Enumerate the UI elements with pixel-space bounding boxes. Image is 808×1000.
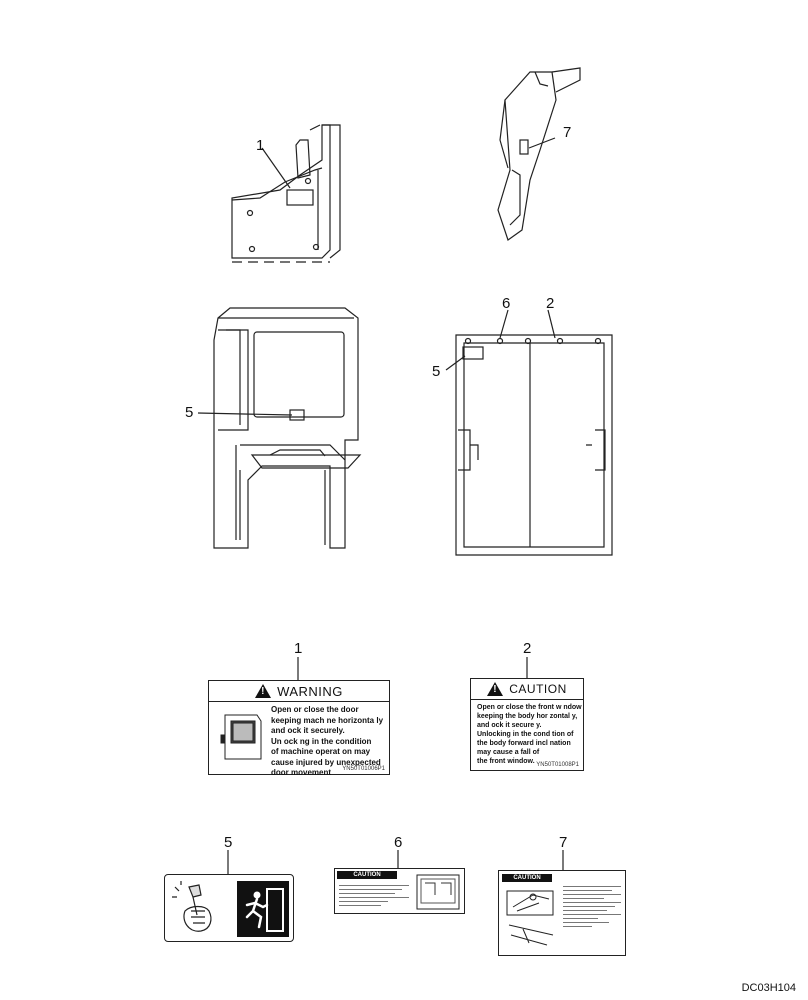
cab-door-icon <box>220 714 262 760</box>
callout-5-decal: 5 <box>224 834 233 851</box>
front-window-drawing <box>445 309 613 556</box>
warning-line: door movement <box>271 768 332 777</box>
caution-line: Unlocking in the cond tion of <box>477 731 574 738</box>
warning-line: keeping mach ne horizonta ly <box>271 715 384 725</box>
warning-line: cause injured by unexpected <box>271 757 381 767</box>
cab-front-drawing <box>197 307 362 549</box>
warning-decal: WARNING Open or close the door keeping m… <box>208 680 390 777</box>
caution-line: the body forward incl nation <box>477 740 571 747</box>
small-caution-6-window-icon <box>416 874 460 910</box>
callout-1-decal: 1 <box>294 640 303 657</box>
caution-decal: CAUTION Open or close the front w ndow k… <box>470 678 584 771</box>
callout-7-decal: 7 <box>559 834 568 851</box>
callout-1-side-panel: 1 <box>256 137 265 154</box>
emergency-exit-decal <box>164 874 294 942</box>
callout-5-cab: 5 <box>185 404 194 421</box>
drawing-code: DC03H104 <box>741 982 796 994</box>
callout-7-pillar: 7 <box>563 124 572 141</box>
small-caution-7-header: CAUTION <box>502 874 552 882</box>
callout-2-decal: 2 <box>523 640 532 657</box>
hammer-hand-icon <box>172 881 212 932</box>
callout-5-window: 5 <box>432 363 441 380</box>
exit-panel <box>237 881 289 937</box>
callout-6-window: 6 <box>502 295 511 312</box>
warning-decal-code: YN50T01006P1 <box>342 766 385 772</box>
warning-line: of machine operat on may <box>271 747 371 756</box>
warning-decal-header: WARNING <box>209 681 389 702</box>
small-caution-6-header: CAUTION <box>337 871 397 879</box>
caution-line: keeping the body hor zontal y, <box>477 713 578 720</box>
caution-decal-code: YN50T01008P1 <box>536 762 579 768</box>
side-panel-drawing <box>231 124 341 263</box>
warning-line: Open or close the door <box>271 705 359 714</box>
caution-header-text: CAUTION <box>509 682 567 696</box>
warning-line: Un ock ng in the condition <box>271 736 372 746</box>
caution-line: the front window. <box>477 758 535 765</box>
callout-6-decal: 6 <box>394 834 403 851</box>
callout-2-window: 2 <box>546 295 555 312</box>
pillar-drawing <box>497 67 581 241</box>
caution-triangle-icon <box>487 682 504 696</box>
caution-line: may cause a fall of <box>477 749 540 756</box>
small-caution-6-text-lines <box>339 882 409 909</box>
warning-triangle-icon <box>255 684 272 698</box>
running-man-exit-icon <box>245 888 284 932</box>
small-caution-7-illustration <box>506 890 554 946</box>
small-caution-decal-6: CAUTION <box>334 868 465 914</box>
small-caution-7-text-lines <box>563 883 621 930</box>
warning-line: and ock it securely. <box>271 726 345 735</box>
small-caution-decal-7: CAUTION <box>498 870 626 956</box>
warning-header-text: WARNING <box>277 683 343 699</box>
caution-decal-header: CAUTION <box>471 679 583 700</box>
caution-line: and ock it secure y. <box>477 722 542 729</box>
caution-line: Open or close the front w ndow <box>477 704 582 711</box>
